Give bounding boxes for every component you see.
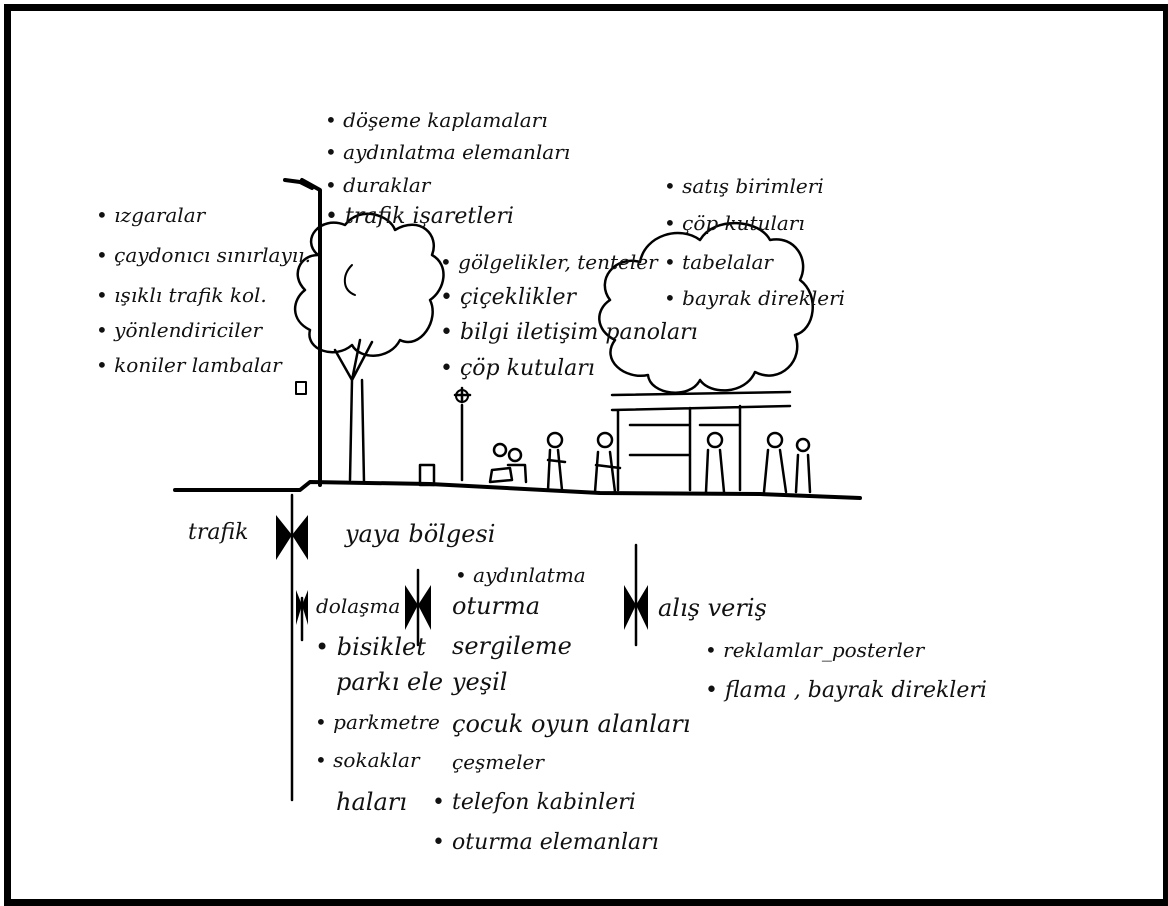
middle-item: gölgelikler, tenteler bbox=[440, 252, 658, 272]
circulation-item: sokaklar bbox=[315, 750, 419, 770]
seating-item: çeşmeler bbox=[452, 750, 544, 774]
people bbox=[488, 431, 812, 494]
seating-item: sergileme bbox=[452, 632, 572, 660]
left-item: ışıklı trafik kol. bbox=[96, 285, 267, 305]
middle-item: çöp kutuları bbox=[440, 358, 595, 380]
circulation-item: bisiklet bbox=[315, 635, 426, 659]
right-item: tabelalar bbox=[664, 252, 773, 272]
ground-line bbox=[173, 480, 862, 500]
zone-label-dolasma: dolaşma bbox=[316, 594, 401, 618]
circulation-item: haları bbox=[336, 788, 407, 816]
seating-item: aydınlatma bbox=[455, 565, 586, 585]
left-item: koniler lambalar bbox=[96, 355, 281, 375]
left-item: yönlendiriciler bbox=[96, 320, 262, 340]
circulation-item: parkmetre bbox=[315, 712, 440, 732]
tree-left bbox=[293, 212, 445, 484]
top-item: aydınlatma elemanları bbox=[325, 142, 570, 162]
middle-item: çiçeklikler bbox=[440, 287, 576, 309]
zone-label-alisveris: alış veriş bbox=[658, 594, 767, 622]
left-item: ızgaralar bbox=[96, 205, 205, 225]
left-item: çaydonıcı sınırlayıı. bbox=[96, 245, 311, 265]
middle-item: bilgi iletişim panoları bbox=[440, 322, 698, 344]
right-item: bayrak direkleri bbox=[664, 288, 845, 308]
seating-item: yeşil bbox=[452, 668, 508, 696]
bin bbox=[418, 463, 436, 487]
circulation-item: parkı ele bbox=[336, 668, 444, 696]
top-item: duraklar bbox=[325, 175, 430, 195]
top-item: döşeme kaplamaları bbox=[325, 110, 547, 130]
street-lamp bbox=[283, 178, 322, 487]
top-item: trafik işaretleri bbox=[325, 206, 514, 228]
right-item: çöp kutuları bbox=[664, 213, 805, 233]
kiosk bbox=[610, 390, 792, 492]
zone-label-trafik: trafik bbox=[188, 520, 249, 545]
right-item: satış birimleri bbox=[664, 176, 824, 196]
seating-item: oturma elemanları bbox=[432, 832, 659, 854]
shopping-item: flama , bayrak direkleri bbox=[705, 680, 987, 702]
seating-item: oturma bbox=[452, 592, 541, 620]
zone-label-yaya: yaya bölgesi bbox=[345, 520, 496, 548]
picture-frame bbox=[4, 4, 1168, 906]
seating-item: çocuk oyun alanları bbox=[452, 710, 691, 738]
zone-markers bbox=[276, 515, 648, 630]
shopping-item: reklamlar_posterler bbox=[705, 640, 924, 660]
seating-item: telefon kabinleri bbox=[432, 792, 636, 814]
